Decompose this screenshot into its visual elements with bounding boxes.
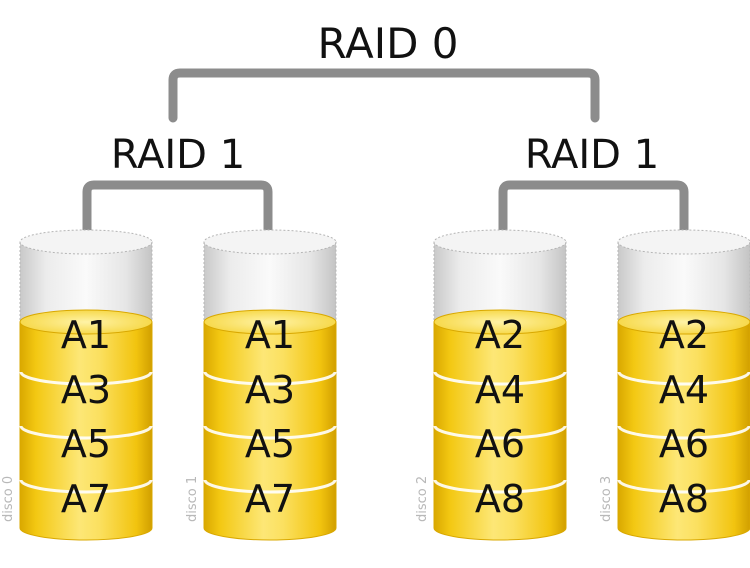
disk-ring bbox=[617, 479, 750, 494]
disk-glass-top bbox=[433, 229, 567, 255]
disk-ring bbox=[617, 371, 750, 386]
block-label: A4 bbox=[475, 368, 525, 412]
disk-gold-top bbox=[203, 309, 337, 335]
raid1-bracket-left bbox=[82, 180, 273, 245]
block-label: A7 bbox=[245, 477, 295, 521]
disk-ring bbox=[19, 371, 153, 386]
block-label: A1 bbox=[61, 313, 111, 357]
disk-glass-top bbox=[617, 229, 750, 255]
block-label: A6 bbox=[659, 422, 709, 466]
disk-glass-top bbox=[203, 229, 337, 255]
block-label: A5 bbox=[61, 422, 111, 466]
block-label: A5 bbox=[245, 422, 295, 466]
disk-gold-body bbox=[203, 321, 337, 541]
block-label: A7 bbox=[61, 477, 111, 521]
block-label: A3 bbox=[61, 368, 111, 412]
raid1-label-left: RAID 1 bbox=[111, 132, 245, 178]
disk-name-label: disco 2 bbox=[415, 476, 430, 522]
block-label: A3 bbox=[245, 368, 295, 412]
disk-name-label: disco 0 bbox=[1, 476, 16, 522]
raid1-label-right: RAID 1 bbox=[525, 132, 659, 178]
disk-ring bbox=[203, 479, 337, 494]
disk-gold-top bbox=[19, 309, 153, 335]
raid0-label: RAID 0 bbox=[317, 19, 458, 68]
disk-ring bbox=[433, 425, 567, 440]
block-label: A4 bbox=[659, 368, 709, 412]
disk-ring bbox=[203, 371, 337, 386]
disk-ring bbox=[433, 479, 567, 494]
disk-ring bbox=[617, 425, 750, 440]
block-label: A6 bbox=[475, 422, 525, 466]
disk-gold-body bbox=[433, 321, 567, 541]
raid0-bracket bbox=[168, 68, 600, 123]
disk-glass-top bbox=[19, 229, 153, 255]
disk-ring bbox=[19, 425, 153, 440]
block-label: A1 bbox=[245, 313, 295, 357]
block-label: A8 bbox=[659, 477, 709, 521]
disk-ring bbox=[19, 479, 153, 494]
disk-gold-top bbox=[433, 309, 567, 335]
disk-gold-body bbox=[19, 321, 153, 541]
block-label: A2 bbox=[475, 313, 525, 357]
block-label: A8 bbox=[475, 477, 525, 521]
disk-name-label: disco 1 bbox=[185, 476, 200, 522]
block-label: A2 bbox=[659, 313, 709, 357]
disk-name-label: disco 3 bbox=[599, 476, 614, 522]
disk-ring bbox=[433, 371, 567, 386]
disk-gold-body bbox=[617, 321, 750, 541]
raid1-bracket-right bbox=[498, 180, 689, 245]
disk-gold-top bbox=[617, 309, 750, 335]
disk-ring bbox=[203, 425, 337, 440]
